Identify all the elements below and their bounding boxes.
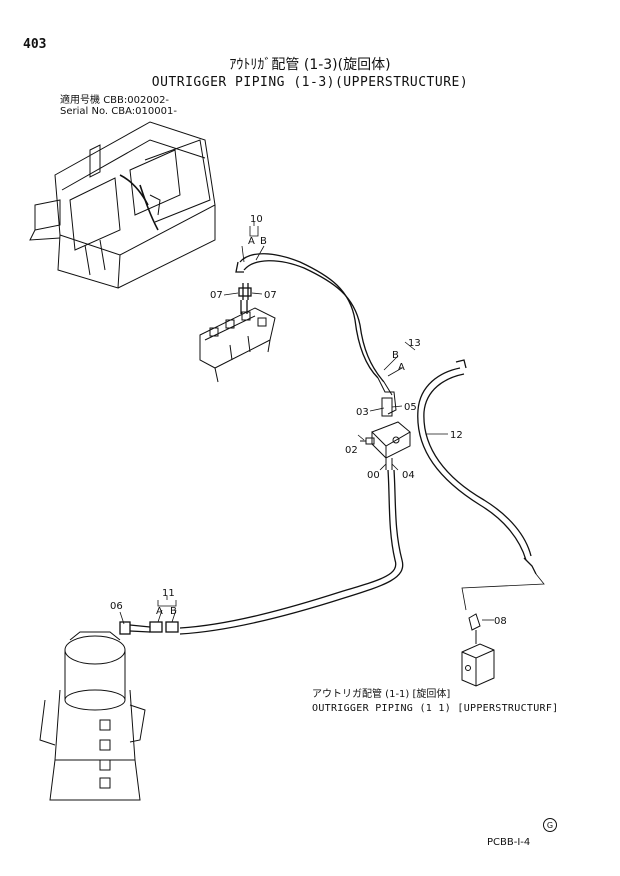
hose-12 (417, 359, 537, 575)
title-english: OUTRIGGER PIPING (1-3)(UPPERSTRUCTURE) (151, 75, 469, 90)
callout-10: 10 (250, 214, 263, 225)
callout-11-a: A (156, 606, 163, 617)
outrigger-block (461, 613, 495, 687)
callout-labels: 10 A B 07 07 13 B A 03 05 02 12 00 04 11… (110, 214, 507, 627)
callout-10-a: A (248, 236, 255, 247)
leader-lines (119, 222, 545, 625)
serial-value-2: CBA:010001- (111, 106, 177, 117)
fitting-block (360, 377, 411, 470)
reference-english: OUTRIGGER PIPING (1 1) [UPPERSTRUCTURF] (312, 703, 559, 714)
callout-08: 08 (494, 616, 507, 627)
callout-07-left: 07 (210, 290, 223, 301)
upperstructure-sketch (29, 121, 216, 289)
serial-value-1: CBB:002002- (103, 95, 170, 106)
callout-07-right: 07 (264, 290, 277, 301)
callout-02: 02 (345, 445, 358, 456)
callout-11: 11 (162, 588, 175, 599)
circle-mark: G (543, 818, 557, 832)
document-code: PCBB-I-4 (487, 837, 531, 848)
serial-label-1: 適用号機 (60, 95, 100, 106)
title-japanese: ｱｳﾄﾘｶﾞ配管 (1-3)(旋回体) (229, 57, 391, 73)
callout-13-b: B (392, 350, 399, 361)
serial-row-2: Serial No. CBA:010001- (60, 107, 177, 117)
callout-00: 00 (367, 470, 380, 481)
reference-japanese: アウトリガ配管 (1-1) [旋回体] (312, 689, 451, 700)
hose-11 (119, 469, 404, 635)
callout-04: 04 (402, 470, 415, 481)
callout-06: 06 (110, 601, 123, 612)
callout-13-a: A (398, 362, 405, 373)
serial-label-2: Serial No. (60, 106, 109, 117)
callout-12: 12 (450, 430, 463, 441)
callout-10-b: B (260, 236, 267, 247)
callout-13: 13 (408, 338, 421, 349)
serial-row-1: 適用号機 CBB:002002- (60, 96, 169, 106)
callout-05: 05 (404, 402, 417, 413)
control-valve (199, 307, 276, 383)
hose-10 (235, 253, 385, 383)
callout-11-b: B (170, 606, 177, 617)
swivel-joint (39, 631, 146, 801)
callout-03: 03 (356, 407, 369, 418)
page-number: 403 (23, 37, 47, 52)
